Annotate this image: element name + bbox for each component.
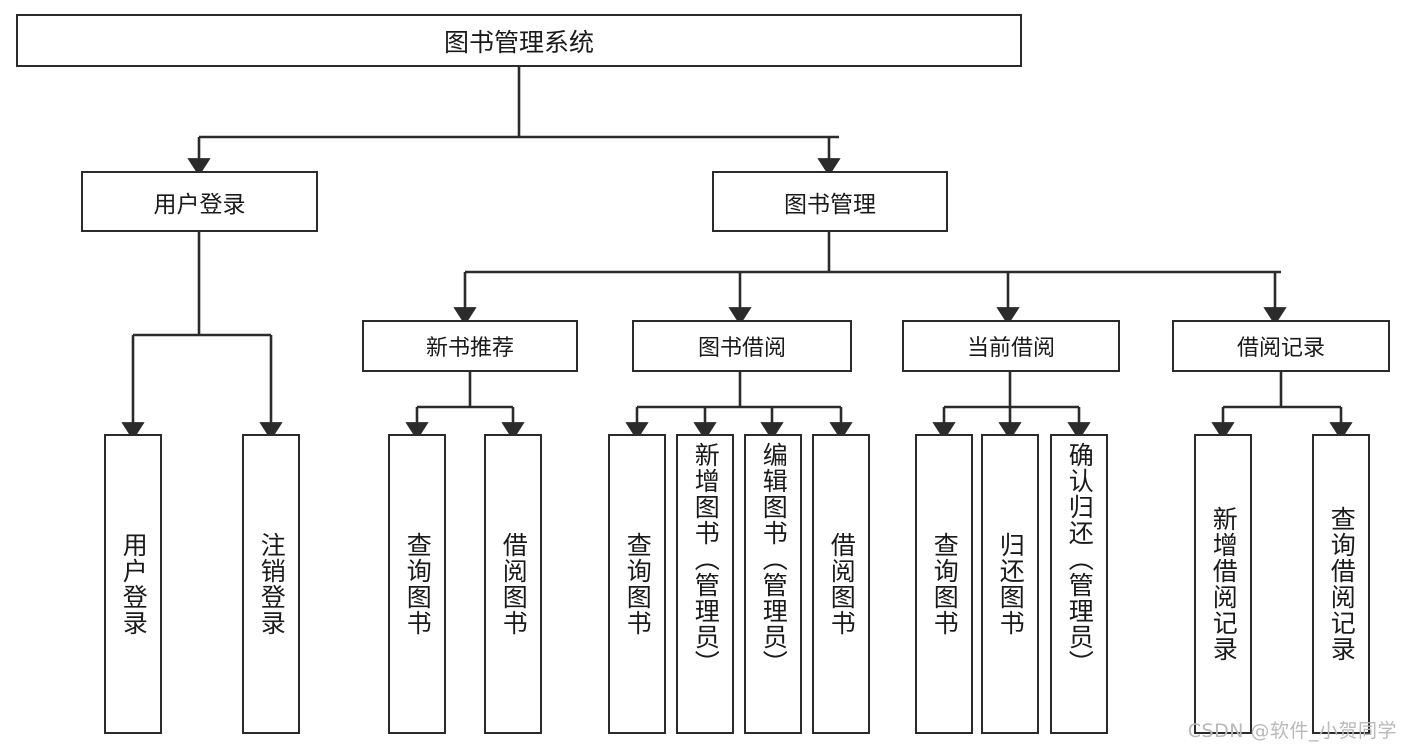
node-leaf-borrow-book-1[interactable]: 借阅图书 [484,434,542,734]
node-leaf-add-book[interactable]: 新增图书（管理员） [676,434,734,734]
node-new-book-recommend[interactable]: 新书推荐 [362,320,578,372]
node-label: 确认归还（管理员） [1065,442,1095,676]
node-leaf-edit-book[interactable]: 编辑图书（管理员） [744,434,802,734]
node-current-borrow[interactable]: 当前借阅 [902,320,1120,372]
node-label: 新增借阅记录 [1209,506,1239,662]
node-leaf-query-record[interactable]: 查询借阅记录 [1312,434,1370,734]
node-leaf-query-book-1[interactable]: 查询图书 [388,434,446,734]
node-leaf-borrow-book-2[interactable]: 借阅图书 [812,434,870,734]
node-label: 图书管理 [784,191,876,218]
node-user-login[interactable]: 用户登录 [81,171,318,232]
node-leaf-logout-login[interactable]: 注销登录 [242,434,300,734]
node-label: 用户登录 [153,191,246,218]
node-label: 借阅图书 [499,532,529,636]
watermark: CSDN @软件_小贺同学 [1187,720,1397,742]
node-label: 查询借阅记录 [1327,506,1357,662]
node-leaf-user-login[interactable]: 用户登录 [104,434,162,734]
node-leaf-query-book-3[interactable]: 查询图书 [915,434,973,734]
node-label: 用户登录 [119,532,149,636]
node-label: 注销登录 [257,532,287,636]
node-label: 图书借阅 [697,336,786,361]
node-label: 查询图书 [403,532,433,636]
node-label: 借阅图书 [827,532,857,636]
node-label: 查询图书 [623,532,653,636]
node-label: 编辑图书（管理员） [759,442,789,676]
node-leaf-confirm-return[interactable]: 确认归还（管理员） [1050,434,1108,734]
node-label: 借阅记录 [1236,336,1325,361]
node-book-borrow[interactable]: 图书借阅 [632,320,852,372]
node-label: 查询图书 [930,532,960,636]
node-label: 图书管理系统 [443,27,594,57]
node-label: 当前借阅 [966,336,1055,361]
node-label: 归还图书 [996,532,1026,636]
node-leaf-add-record[interactable]: 新增借阅记录 [1194,434,1252,734]
node-label: 新书推荐 [425,336,514,361]
node-book-management[interactable]: 图书管理 [712,171,948,232]
node-borrow-record[interactable]: 借阅记录 [1172,320,1390,372]
node-leaf-return-book[interactable]: 归还图书 [981,434,1039,734]
node-label: 新增图书（管理员） [691,442,721,676]
node-book-management-system[interactable]: 图书管理系统 [16,14,1022,67]
node-leaf-query-book-2[interactable]: 查询图书 [608,434,666,734]
